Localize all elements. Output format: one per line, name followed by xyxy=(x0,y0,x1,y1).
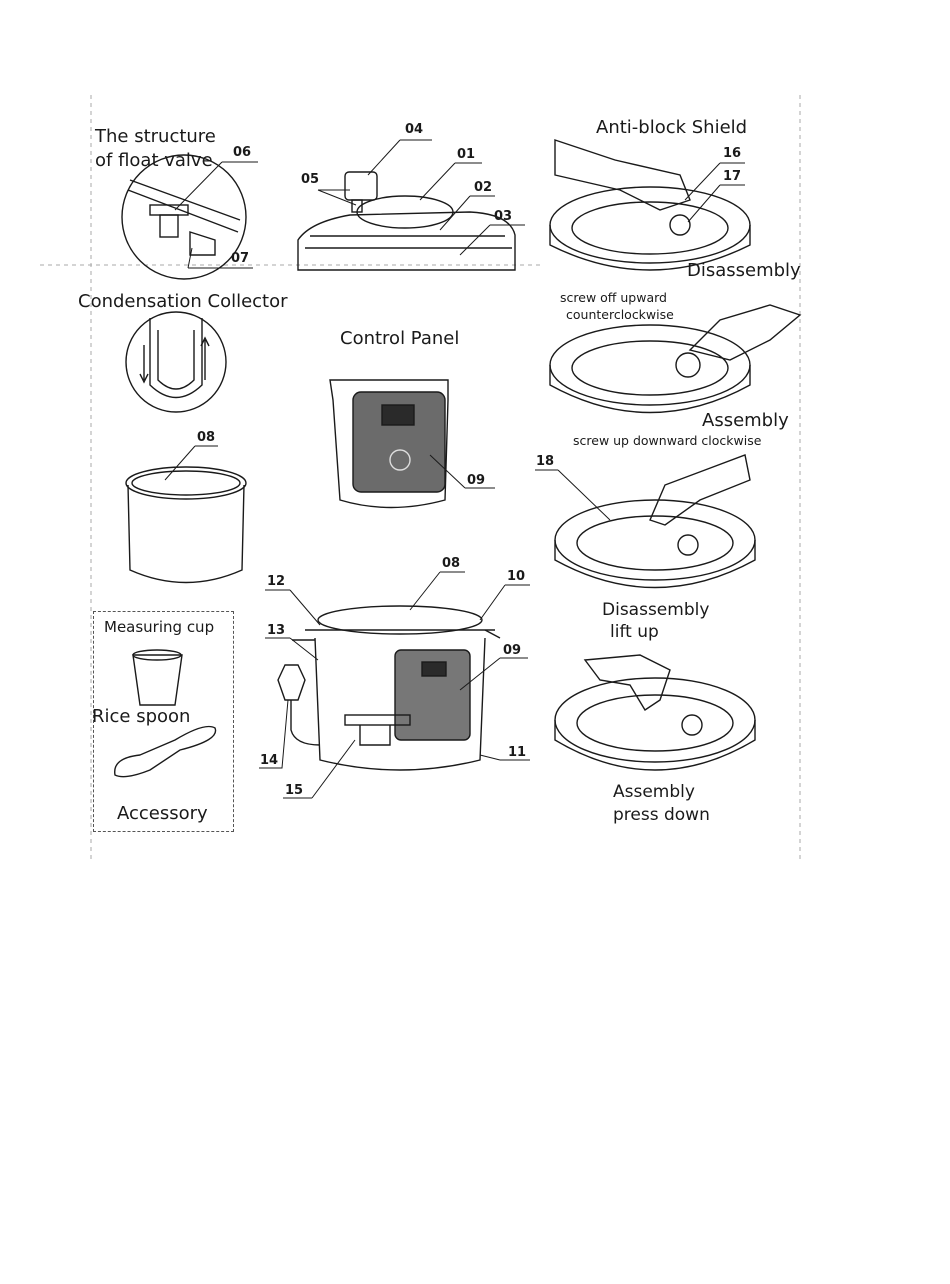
disassembly-title-2: Disassembly xyxy=(602,600,710,620)
part-number-10: 10 xyxy=(507,569,526,584)
part-number-18: 18 xyxy=(536,454,555,469)
rice-spoon-label: Rice spoon xyxy=(92,706,191,727)
power-plug-illustration xyxy=(277,664,321,746)
assembly-title-2: Assembly xyxy=(613,782,695,802)
part-number-04: 04 xyxy=(405,122,424,137)
part-number-09-panel: 09 xyxy=(467,473,486,488)
accessory-label: Accessory xyxy=(117,803,208,824)
screw-off-text-2: counterclockwise xyxy=(566,307,674,322)
part-number-07: 07 xyxy=(231,251,250,266)
lift-up-illustration xyxy=(554,654,756,771)
part-number-16: 16 xyxy=(723,146,742,161)
screw-up-text: screw up downward clockwise xyxy=(573,433,762,448)
part-number-03: 03 xyxy=(494,209,513,224)
part-number-08-pot: 08 xyxy=(197,430,216,445)
assembly-title-1: Assembly xyxy=(702,410,789,431)
part-number-13: 13 xyxy=(267,623,286,638)
anti-block-shield-illustration xyxy=(549,139,751,271)
lift-up-text: lift up xyxy=(610,622,659,642)
part-number-09-cooker: 09 xyxy=(503,643,522,658)
inner-pot-illustration xyxy=(125,466,247,584)
cooker-illustration xyxy=(292,605,501,771)
part-number-12: 12 xyxy=(267,574,286,589)
part-number-02: 02 xyxy=(474,180,493,195)
part-number-05: 05 xyxy=(301,172,320,187)
float-valve-title-1: The structure xyxy=(95,126,216,147)
leader-lines xyxy=(164,139,745,799)
float-valve-title-2: of float valve xyxy=(95,150,213,171)
part-number-06: 06 xyxy=(233,145,252,160)
accessory-box xyxy=(93,611,234,832)
screw-off-text-1: screw off upward xyxy=(560,290,667,305)
assembly-screw-illustration xyxy=(554,454,756,589)
disassembly-screw-illustration xyxy=(549,304,802,414)
part-number-15: 15 xyxy=(285,783,304,798)
part-number-17: 17 xyxy=(723,169,742,184)
press-down-text: press down xyxy=(613,805,710,825)
control-panel-illustration xyxy=(329,379,449,509)
float-valve-detail xyxy=(121,154,247,280)
condensation-collector-illustration xyxy=(125,311,227,413)
condensation-collector-title: Condensation Collector xyxy=(78,291,288,312)
control-panel-title: Control Panel xyxy=(340,328,460,349)
anti-block-shield-title: Anti-block Shield xyxy=(596,117,748,138)
part-number-11: 11 xyxy=(508,745,527,760)
disassembly-title-1: Disassembly xyxy=(687,260,801,281)
part-number-08-cooker: 08 xyxy=(442,556,461,571)
part-number-01: 01 xyxy=(457,147,476,162)
part-number-14: 14 xyxy=(260,753,279,768)
accessory-illustrations xyxy=(114,649,217,778)
lid-illustration xyxy=(297,171,516,271)
measuring-cup-label: Measuring cup xyxy=(104,618,215,636)
guide-lines xyxy=(40,95,801,860)
